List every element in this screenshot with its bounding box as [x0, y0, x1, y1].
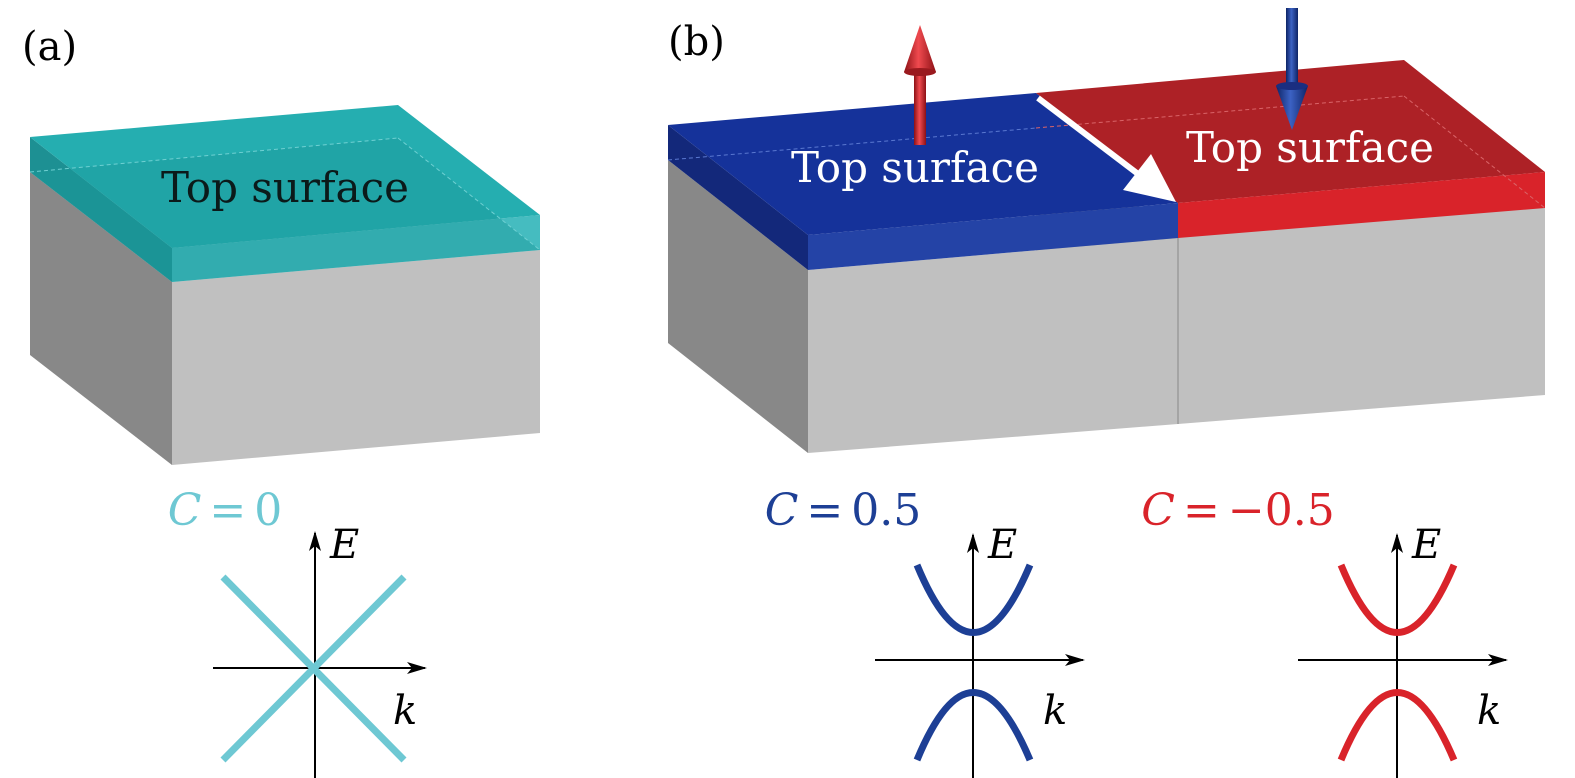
slab-a-front	[172, 250, 540, 465]
film-a-top	[30, 105, 540, 248]
chern-label-a: C=0	[168, 485, 283, 536]
conduction-band	[1337, 563, 1458, 636]
chern-label-b-left: C=0.5	[765, 485, 922, 536]
panel-b-label: (b)	[668, 19, 725, 65]
k-axis-label: k	[1477, 688, 1501, 734]
surface-label-b-left: Top surface	[791, 143, 1039, 192]
white-arrow-icon	[1036, 95, 1176, 202]
slab-b-front-left	[808, 238, 1178, 453]
film-b-left-front	[808, 203, 1178, 270]
film-a-front	[172, 215, 540, 282]
film-b-left-inner-edge	[667, 127, 1037, 161]
film-b-right-inner-edge	[1035, 95, 1405, 129]
film-b-right-front	[1178, 172, 1545, 238]
film-b-left-top	[668, 93, 1178, 235]
surface-label-b-right: Top surface	[1186, 123, 1434, 172]
film-a-top-inner	[30, 138, 540, 282]
magnetization-down-arrow	[1276, 8, 1308, 130]
k-axis-label: k	[393, 688, 417, 734]
film-b-right-inner-edge	[1403, 95, 1546, 209]
e-axis-label: E	[1411, 522, 1441, 568]
valence-band	[1337, 689, 1458, 762]
slab-b-front-right	[1178, 175, 1545, 424]
slab-b-side	[668, 160, 808, 453]
e-axis-label: E	[987, 522, 1017, 568]
band-plot-a: E k	[213, 522, 427, 778]
chern-label-b-right: C=−0.5	[1141, 485, 1334, 536]
band-plot-b-right: E k	[1298, 522, 1508, 778]
panel-a: (a) Top surface C=0 E k	[22, 24, 541, 778]
magnetization-up-arrow	[904, 25, 936, 145]
slab-a-side	[30, 172, 172, 465]
valence-band	[913, 689, 1034, 762]
film-a-inner-edge	[29, 137, 399, 173]
band-plot-b-left: E k	[875, 522, 1085, 778]
k-axis-label: k	[1043, 688, 1067, 734]
film-a-side	[30, 137, 172, 282]
surface-label-a: Top surface	[161, 163, 409, 212]
dirac-band-line	[220, 574, 407, 763]
film-b-right-top	[1036, 60, 1545, 203]
e-axis-label: E	[329, 522, 359, 568]
film-a-inner-edge	[397, 137, 541, 251]
panel-a-label: (a)	[22, 24, 77, 70]
panel-b: (b) Top surface Top surface	[667, 8, 1546, 778]
film-b-left-side	[668, 125, 808, 270]
conduction-band	[913, 563, 1034, 636]
